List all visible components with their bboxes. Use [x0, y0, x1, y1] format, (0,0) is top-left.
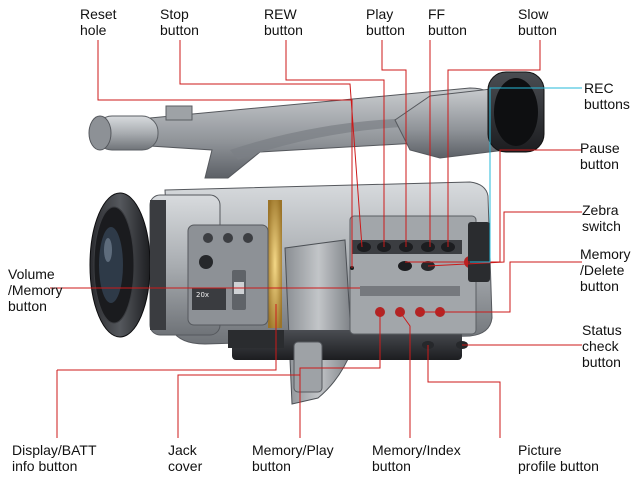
leader-stop [179, 40, 363, 248]
label-memory-play-button: Memory/Play button [252, 442, 334, 474]
stop-button-shape [357, 242, 371, 252]
label-volume-memory-button: Volume /Memory button [8, 266, 63, 314]
label-memory-delete-button: Memory /Delete button [580, 246, 631, 294]
leader-reset [97, 40, 353, 268]
zoom-badge: 20x [196, 291, 209, 299]
lens-glass [99, 227, 123, 303]
lower-body [232, 330, 462, 360]
leader-zebra [427, 211, 582, 267]
label-slow-button: Slow button [518, 6, 557, 38]
memory-buttons-strip [360, 286, 460, 296]
microphone-grille [88, 115, 112, 151]
leader-pause [405, 149, 582, 263]
leader-rew [285, 40, 385, 247]
lens-gold-ring [268, 200, 282, 328]
panel-button-2 [223, 233, 233, 243]
leader-slow [447, 40, 541, 247]
label-display-batt-button: Display/BATT info button [12, 442, 97, 474]
leader-picprofile [427, 345, 501, 438]
leader-rec [470, 87, 582, 263]
label-memory-index-button: Memory/Index button [372, 442, 461, 474]
leader-memplay [299, 312, 381, 438]
leader-memindex [399, 311, 411, 438]
jack-cover [293, 341, 323, 393]
lens-reflection [104, 238, 112, 262]
label-ff-button: FF button [428, 6, 467, 38]
handle-strap [230, 118, 420, 160]
label-jack-cover: Jack cover [168, 442, 203, 474]
label-reset-hole: Reset hole [80, 6, 117, 38]
panel-button-3 [243, 233, 253, 243]
leader-memdel [420, 261, 582, 313]
label-pause-button: Pause button [580, 140, 620, 172]
leader-display-top [57, 304, 277, 371]
eyecup-opening [494, 78, 538, 146]
leader-play [381, 40, 407, 247]
zoom-badge-plate [192, 288, 226, 310]
label-picture-profile-button: Picture profile button [518, 442, 599, 474]
rear-block [468, 222, 490, 282]
label-status-check-button: Status check button [582, 322, 622, 370]
iris-dial [199, 255, 213, 269]
label-rec-buttons: REC buttons [584, 80, 630, 112]
focus-ring [150, 200, 166, 330]
accessory-shoe [165, 105, 193, 121]
pause-button-shape [398, 261, 412, 271]
label-stop-button: Stop button [160, 6, 199, 38]
ff-button-shape [421, 242, 435, 252]
label-zebra-switch: Zebra switch [582, 202, 621, 234]
lower-buttons-strip [228, 330, 284, 348]
leader-lines [50, 40, 582, 438]
label-play-button: Play button [366, 6, 405, 38]
panel-button-1 [203, 233, 213, 243]
side-panel [349, 215, 477, 335]
leader-jack [177, 374, 301, 438]
label-rew-button: REW button [264, 6, 303, 38]
